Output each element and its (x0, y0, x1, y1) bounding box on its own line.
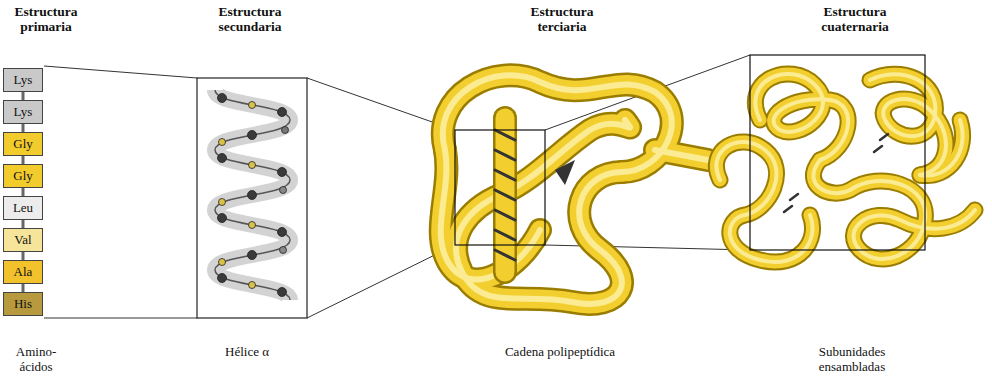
level-caption: Hélice α (197, 344, 297, 359)
amino-acid-box: Lys (3, 100, 43, 124)
amino-acid-name: Gly (13, 168, 33, 184)
level-caption: Cadena polipeptídica (500, 344, 620, 359)
peptide-bond (22, 188, 25, 196)
amino-acid-name: His (14, 296, 32, 312)
amino-acid-name: Lys (14, 104, 33, 120)
peptide-bond (22, 284, 25, 292)
amino-acid-name: Gly (13, 136, 33, 152)
amino-acid-name: Ala (14, 264, 33, 280)
amino-acid-box: Val (3, 228, 43, 252)
peptide-bond (22, 156, 25, 164)
peptide-bond (22, 124, 25, 132)
amino-acid-box: Lys (3, 68, 43, 92)
amino-acid-box: Gly (3, 164, 43, 188)
peptide-bond (22, 220, 25, 228)
amino-acid-box: Gly (3, 132, 43, 156)
amino-acid-name: Val (14, 232, 31, 248)
amino-acid-box: Ala (3, 260, 43, 284)
level-caption: Subunidades ensambladas (792, 344, 912, 374)
level-caption: Amino- ácidos (5, 344, 67, 374)
amino-acid-name: Leu (13, 200, 33, 216)
amino-acid-box: His (3, 292, 43, 316)
level-heading: Estructura terciaria (512, 4, 612, 34)
amino-acid-name: Lys (14, 72, 33, 88)
amino-acid-box: Leu (3, 196, 43, 220)
peptide-bond (22, 252, 25, 260)
level-heading: Estructura primaria (3, 4, 89, 34)
level-heading: Estructura secundaria (200, 4, 300, 34)
level-heading: Estructura cuaternaria (800, 4, 910, 34)
peptide-bond (22, 92, 25, 100)
